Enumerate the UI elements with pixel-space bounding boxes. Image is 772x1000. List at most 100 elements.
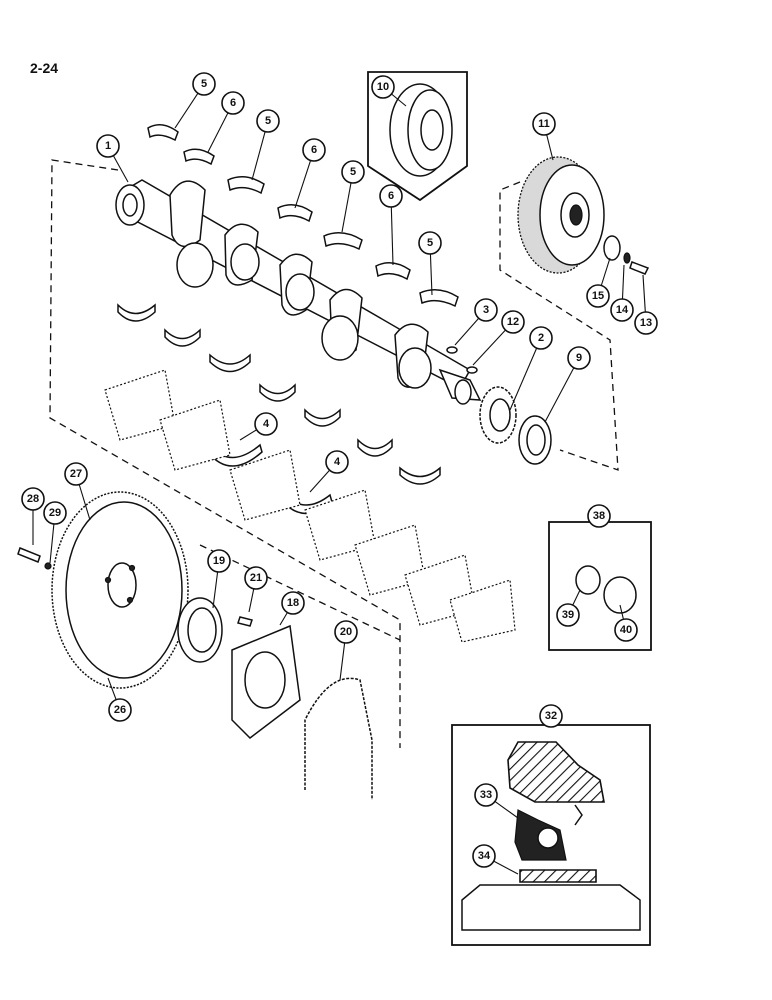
callout-c1: 1 xyxy=(96,134,129,183)
callout-circle xyxy=(244,566,268,590)
callout-circle xyxy=(192,72,216,96)
callout-number: 9 xyxy=(576,352,582,364)
flywheel-bolt xyxy=(17,547,41,563)
callout-leader-line xyxy=(49,523,55,564)
callout-leader-line xyxy=(212,571,219,609)
callout-leader-line xyxy=(429,253,433,296)
callout-leader-line xyxy=(279,612,288,626)
pulley-bolt xyxy=(629,261,650,275)
callout-circle xyxy=(43,501,67,525)
callout-circle xyxy=(474,783,498,807)
callout-leader-line xyxy=(642,274,646,313)
crankshaft-gear xyxy=(479,386,517,444)
callout-number: 2 xyxy=(538,332,544,344)
callout-c14: 14 xyxy=(610,264,634,322)
pulley-lockwasher xyxy=(623,252,631,264)
page-number: 2-24 xyxy=(30,60,59,76)
callout-leader-line xyxy=(546,134,554,161)
callout-circle xyxy=(108,698,132,722)
callout-leader-line xyxy=(341,182,352,233)
callout-number: 6 xyxy=(388,190,394,202)
upper-main-bearings xyxy=(147,124,459,308)
callout-number: 18 xyxy=(287,597,299,609)
callout-c40: 40 xyxy=(614,604,638,642)
callout-number: 32 xyxy=(545,710,557,722)
flywheel-dashed-outline xyxy=(199,544,401,641)
callout-leader-line xyxy=(454,317,480,346)
callout-number: 21 xyxy=(250,572,262,584)
callout-number: 28 xyxy=(27,493,39,505)
callout-c38: 38 xyxy=(587,504,611,528)
pulley-washer xyxy=(603,235,621,261)
callout-circle xyxy=(539,704,563,728)
callout-c12: 12 xyxy=(472,310,525,366)
callout-circle xyxy=(556,603,580,627)
callout-number: 6 xyxy=(230,97,236,109)
callout-leader-line xyxy=(509,347,538,411)
callout-c6b: 6 xyxy=(294,138,326,209)
callout-leader-line xyxy=(112,155,129,183)
pilot-bushing xyxy=(575,565,637,614)
callout-leader-line xyxy=(309,469,331,493)
callout-number: 3 xyxy=(483,304,489,316)
callout-c21: 21 xyxy=(244,566,268,613)
key-part-3 xyxy=(446,346,458,354)
callout-c5a: 5 xyxy=(174,72,216,129)
callout-circle xyxy=(379,184,403,208)
vibration-damper xyxy=(389,83,453,177)
callout-number: 34 xyxy=(478,850,491,862)
callout-c10: 10 xyxy=(371,75,407,107)
callout-leader-line xyxy=(621,264,625,300)
callout-number: 29 xyxy=(49,507,61,519)
callout-leader-line xyxy=(544,367,575,423)
callout-c19: 19 xyxy=(207,549,231,609)
callout-leader-line xyxy=(391,93,407,107)
callout-number: 5 xyxy=(350,166,356,178)
callout-circle xyxy=(587,504,611,528)
retainer-bolt xyxy=(237,616,253,627)
callout-circle xyxy=(302,138,326,162)
callout-circle xyxy=(21,487,45,511)
callout-leader-line xyxy=(107,677,117,700)
callout-c2: 2 xyxy=(509,326,553,411)
callout-circle xyxy=(254,412,278,436)
retainer-gasket xyxy=(304,677,373,800)
lower-main-bearings xyxy=(117,303,441,485)
callout-leader-line xyxy=(493,860,519,875)
callout-c5c: 5 xyxy=(341,160,365,233)
callout-circle xyxy=(325,450,349,474)
callout-number: 15 xyxy=(592,290,604,302)
flywheel-washer xyxy=(44,562,52,570)
callout-leader-line xyxy=(251,131,266,181)
callout-leader-line xyxy=(174,92,199,129)
callout-leader-line xyxy=(207,112,229,153)
callout-number: 27 xyxy=(70,468,82,480)
flywheel xyxy=(51,491,189,689)
seal-detail xyxy=(461,741,641,931)
callout-c3: 3 xyxy=(454,298,498,346)
callout-number: 38 xyxy=(593,510,605,522)
callout-leader-line xyxy=(239,429,257,441)
callout-circle xyxy=(532,112,556,136)
callout-c32: 32 xyxy=(539,704,563,728)
callout-leader-line xyxy=(294,160,312,209)
bearing-caps xyxy=(104,369,516,643)
callout-leader-line xyxy=(339,642,346,681)
callout-leader-line xyxy=(619,604,624,620)
callout-c13: 13 xyxy=(634,274,658,335)
callout-circle xyxy=(221,91,245,115)
rear-seal xyxy=(177,597,223,663)
callout-circle xyxy=(341,160,365,184)
callout-c9: 9 xyxy=(544,346,591,423)
callout-number: 19 xyxy=(213,555,225,567)
callout-c5b: 5 xyxy=(251,109,280,181)
callout-c39: 39 xyxy=(556,589,581,627)
callout-c20: 20 xyxy=(334,620,358,681)
callout-circle xyxy=(334,620,358,644)
callout-c33: 33 xyxy=(474,783,519,819)
callout-circle xyxy=(256,109,280,133)
callout-circle xyxy=(610,298,634,322)
callout-c5d: 5 xyxy=(418,231,442,296)
